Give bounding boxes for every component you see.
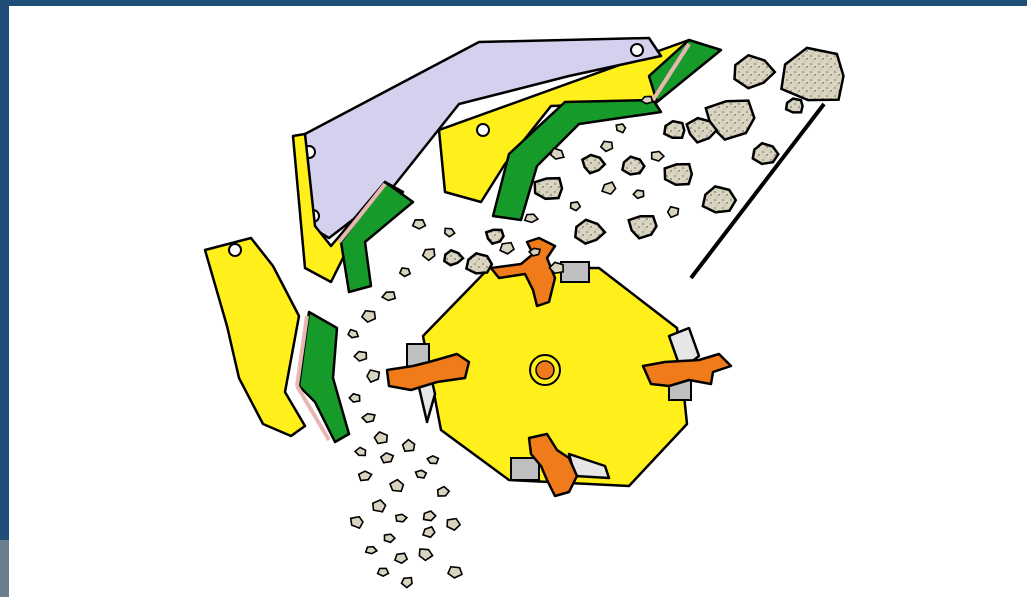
crusher-diagram-canvas <box>9 6 1027 597</box>
rock-fragment <box>424 511 436 521</box>
rock <box>444 250 463 265</box>
rock-fragment <box>447 519 460 531</box>
rock-fragment <box>349 394 359 402</box>
rock-fragment <box>395 553 407 563</box>
rock-fragment <box>362 311 375 322</box>
rock-fragment <box>616 124 625 133</box>
rock <box>629 216 657 238</box>
rock <box>466 253 492 273</box>
rock-fragment <box>423 527 435 537</box>
rock-fragment <box>359 471 372 480</box>
rock-fragment <box>366 547 377 554</box>
rock <box>664 121 684 138</box>
rock <box>665 164 692 185</box>
rock-fragment <box>525 214 538 222</box>
rock-fragment <box>403 440 415 452</box>
rock <box>575 220 605 244</box>
rock-fragment <box>381 453 394 463</box>
rock <box>582 155 604 173</box>
rock-fragment <box>396 514 407 522</box>
frame-border-left-lower <box>0 540 9 597</box>
impact-crusher-illustration <box>9 6 1027 597</box>
rock-fragment <box>668 207 679 218</box>
rock <box>486 230 503 244</box>
rock-fragment <box>571 202 581 211</box>
rock-fragment <box>373 500 386 512</box>
rock-fragment <box>378 568 389 576</box>
rock <box>622 157 644 175</box>
rock-fragment <box>601 141 613 151</box>
rock <box>535 178 562 199</box>
frame-border-left <box>0 0 9 597</box>
rock-fragment <box>423 249 435 260</box>
rock-fragment <box>413 220 426 229</box>
rock-fragment <box>550 148 564 159</box>
rock-fragment <box>633 190 643 198</box>
rock <box>786 99 803 113</box>
rock <box>703 186 736 212</box>
rock-fragment <box>385 534 395 542</box>
rock-fragment <box>448 567 462 578</box>
rock <box>781 48 843 100</box>
rock-fragment <box>382 292 395 301</box>
rock-fragment <box>438 487 450 496</box>
rock-fragment <box>602 182 616 194</box>
rock-fragment <box>416 470 427 478</box>
rock-fragment <box>348 330 358 338</box>
rock-fragment <box>445 228 455 237</box>
rock-fragment <box>367 370 379 382</box>
rock-fragment <box>402 578 413 588</box>
rock-fragment <box>362 414 375 423</box>
rock-fragment <box>351 517 363 528</box>
rock-fragment <box>374 432 387 444</box>
rock-fragment <box>419 549 432 560</box>
rock <box>753 143 779 164</box>
rock-fragment <box>400 268 410 276</box>
rock-fragment <box>355 447 365 455</box>
rock <box>735 55 775 88</box>
rock-fragment <box>354 352 366 361</box>
rock-fragment <box>500 243 514 254</box>
rock-fragment <box>390 480 403 492</box>
rock-fragment <box>652 152 664 162</box>
rock-fragment <box>427 456 438 464</box>
